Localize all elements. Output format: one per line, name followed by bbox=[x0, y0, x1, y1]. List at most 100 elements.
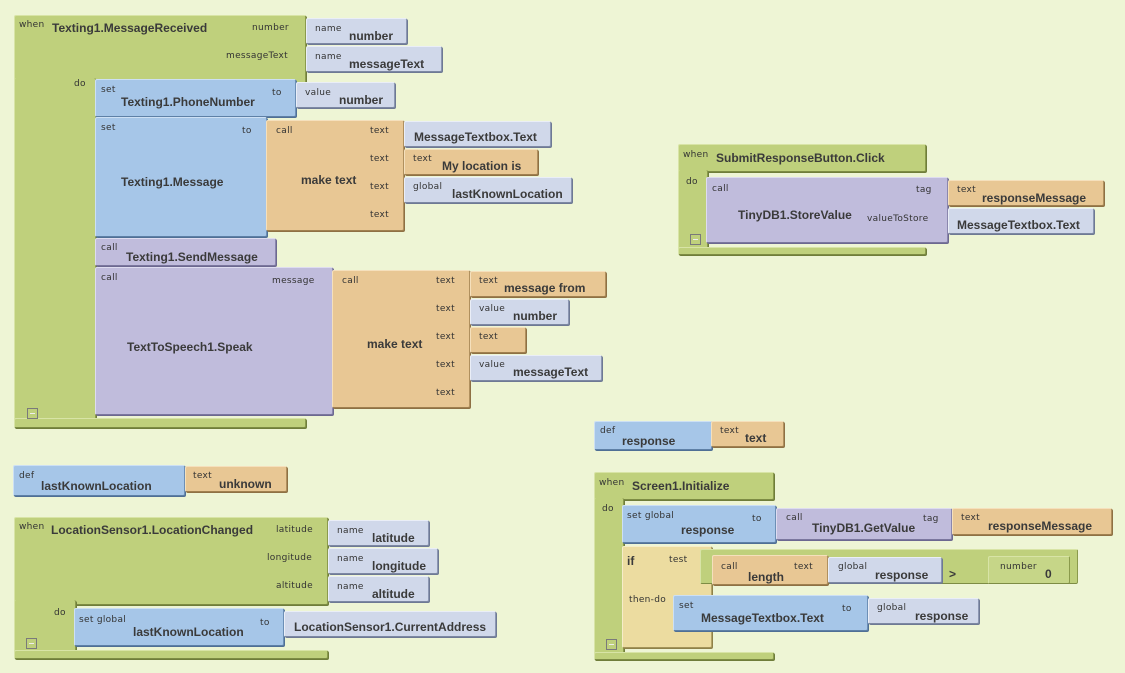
param-name-block[interactable]: name latitude bbox=[328, 520, 429, 546]
arg-kind: value bbox=[479, 360, 506, 370]
set-phone-number-block[interactable]: set Texting1.PhoneNumber to bbox=[95, 79, 296, 117]
variable-name: response bbox=[622, 434, 676, 448]
function-name: Texting1.SendMessage bbox=[126, 250, 258, 264]
param-label: longitude bbox=[267, 553, 313, 563]
param-label: valueToStore bbox=[867, 214, 929, 224]
param-name-block[interactable]: name messageText bbox=[306, 46, 442, 72]
set-global-block[interactable]: set global lastKnownLocation to bbox=[74, 608, 284, 646]
arg-value: message from bbox=[504, 281, 586, 295]
property-value: MessageTextbox.Text bbox=[957, 218, 1080, 232]
speak-block[interactable]: call TextToSpeech1.Speak message bbox=[95, 267, 333, 415]
param-label: tag bbox=[916, 185, 932, 195]
value-block[interactable]: value messageText bbox=[470, 355, 602, 381]
send-message-block[interactable]: call Texting1.SendMessage bbox=[95, 238, 276, 266]
param-value: longitude bbox=[372, 559, 426, 573]
component-property-block[interactable]: MessageTextbox.Text bbox=[404, 121, 551, 147]
component-property-block[interactable]: LocationSensor1.CurrentAddress bbox=[284, 611, 496, 637]
event-block-submit-click-footer bbox=[678, 247, 926, 255]
text-literal-block[interactable]: text responseMessage bbox=[948, 180, 1104, 206]
arg-kind: text bbox=[413, 154, 432, 164]
property-name: MessageTextbox.Text bbox=[701, 611, 824, 625]
event-name: LocationSensor1.LocationChanged bbox=[51, 523, 254, 537]
text-literal-block[interactable]: text message from bbox=[470, 271, 606, 297]
call-keyword: call bbox=[712, 184, 729, 194]
global-var-block[interactable]: global response bbox=[828, 557, 942, 583]
text-literal-block[interactable]: text responseMessage bbox=[952, 508, 1112, 535]
call-keyword: call bbox=[276, 126, 293, 136]
if-block[interactable]: if test then-do bbox=[622, 546, 712, 648]
param-value: number bbox=[349, 29, 394, 43]
event-block-submit-click[interactable] bbox=[678, 144, 926, 172]
value-text: responseMessage bbox=[982, 191, 1087, 205]
slot-label: text bbox=[370, 210, 389, 220]
call-keyword: call bbox=[721, 562, 738, 572]
text-literal-block[interactable]: text text bbox=[711, 421, 784, 447]
global-var-block[interactable]: global response bbox=[868, 598, 979, 624]
slot-label: text bbox=[436, 388, 455, 398]
length-block[interactable]: call length text bbox=[712, 555, 828, 585]
make-text-block[interactable]: call make text text text text text text bbox=[332, 270, 470, 408]
collapse-button[interactable] bbox=[606, 639, 617, 650]
param-name-block[interactable]: name number bbox=[306, 18, 407, 44]
variable-name: lastKnownLocation bbox=[41, 479, 152, 493]
event-block-screen-initialize-body bbox=[594, 498, 624, 660]
function-name: make text bbox=[301, 173, 357, 187]
param-kind: name bbox=[315, 24, 342, 34]
value-kind: text bbox=[961, 513, 980, 523]
event-name: SubmitResponseButton.Click bbox=[716, 151, 885, 165]
collapse-button[interactable] bbox=[26, 638, 37, 649]
def-variable-block[interactable]: def response bbox=[594, 421, 712, 450]
component-property-block[interactable]: MessageTextbox.Text bbox=[948, 208, 1094, 234]
value-text: unknown bbox=[219, 477, 272, 491]
set-keyword: set bbox=[679, 601, 694, 611]
slot-label: text bbox=[370, 126, 389, 136]
text-literal-block[interactable]: text My location is bbox=[404, 149, 538, 175]
value-block[interactable]: value number bbox=[470, 299, 569, 325]
collapse-button[interactable] bbox=[690, 234, 701, 245]
value-block[interactable]: value number bbox=[296, 82, 395, 108]
value-kind: global bbox=[877, 603, 907, 613]
collapse-button[interactable] bbox=[27, 408, 38, 419]
param-kind: name bbox=[337, 526, 364, 536]
param-name-block[interactable]: name longitude bbox=[328, 548, 438, 574]
arg-value: MessageTextbox.Text bbox=[414, 130, 537, 144]
value-name: response bbox=[915, 609, 969, 623]
value-text: text bbox=[745, 431, 767, 445]
text-literal-block[interactable]: text bbox=[470, 327, 526, 353]
global-var-block[interactable]: global lastKnownLocation bbox=[404, 177, 572, 203]
function-name: TinyDB1.GetValue bbox=[812, 521, 916, 535]
event-block-message-received[interactable] bbox=[14, 15, 306, 85]
to-keyword: to bbox=[260, 618, 270, 628]
store-value-block[interactable]: call TinyDB1.StoreValue tag valueToStore bbox=[706, 177, 948, 243]
param-value: latitude bbox=[372, 531, 415, 545]
event-name: Screen1.Initialize bbox=[632, 479, 730, 493]
number-block[interactable]: number 0 bbox=[988, 556, 1070, 584]
set-keyword: set bbox=[101, 85, 116, 95]
value-kind: number bbox=[1000, 562, 1037, 572]
slot-label: text bbox=[436, 360, 455, 370]
param-name-block[interactable]: name altitude bbox=[328, 576, 429, 602]
arg-value: messageText bbox=[513, 365, 589, 379]
set-global-block[interactable]: set global response to bbox=[622, 505, 776, 543]
call-keyword: call bbox=[101, 243, 118, 253]
set-property-block[interactable]: set MessageTextbox.Text to bbox=[673, 595, 868, 631]
if-keyword: if bbox=[627, 554, 635, 568]
arg-value: My location is bbox=[442, 159, 522, 173]
text-literal-block[interactable]: text unknown bbox=[185, 466, 287, 492]
def-variable-block[interactable]: def lastKnownLocation bbox=[13, 465, 185, 496]
make-text-block[interactable]: call make text text text text text bbox=[266, 120, 404, 231]
slot-label: text bbox=[370, 182, 389, 192]
set-message-block[interactable]: set Texting1.Message to bbox=[95, 117, 267, 237]
slot-label: text bbox=[436, 276, 455, 286]
set-keyword: set global bbox=[627, 511, 675, 521]
to-keyword: to bbox=[272, 88, 282, 98]
get-value-block[interactable]: call TinyDB1.GetValue tag bbox=[776, 508, 952, 540]
do-keyword: do bbox=[602, 504, 614, 514]
test-label: test bbox=[669, 555, 688, 565]
param-kind: name bbox=[337, 554, 364, 564]
event-block-location-changed[interactable] bbox=[14, 517, 328, 605]
to-keyword: to bbox=[242, 126, 252, 136]
function-name: make text bbox=[367, 337, 423, 351]
event-block-screen-initialize[interactable] bbox=[594, 472, 774, 500]
when-keyword: when bbox=[19, 20, 45, 30]
